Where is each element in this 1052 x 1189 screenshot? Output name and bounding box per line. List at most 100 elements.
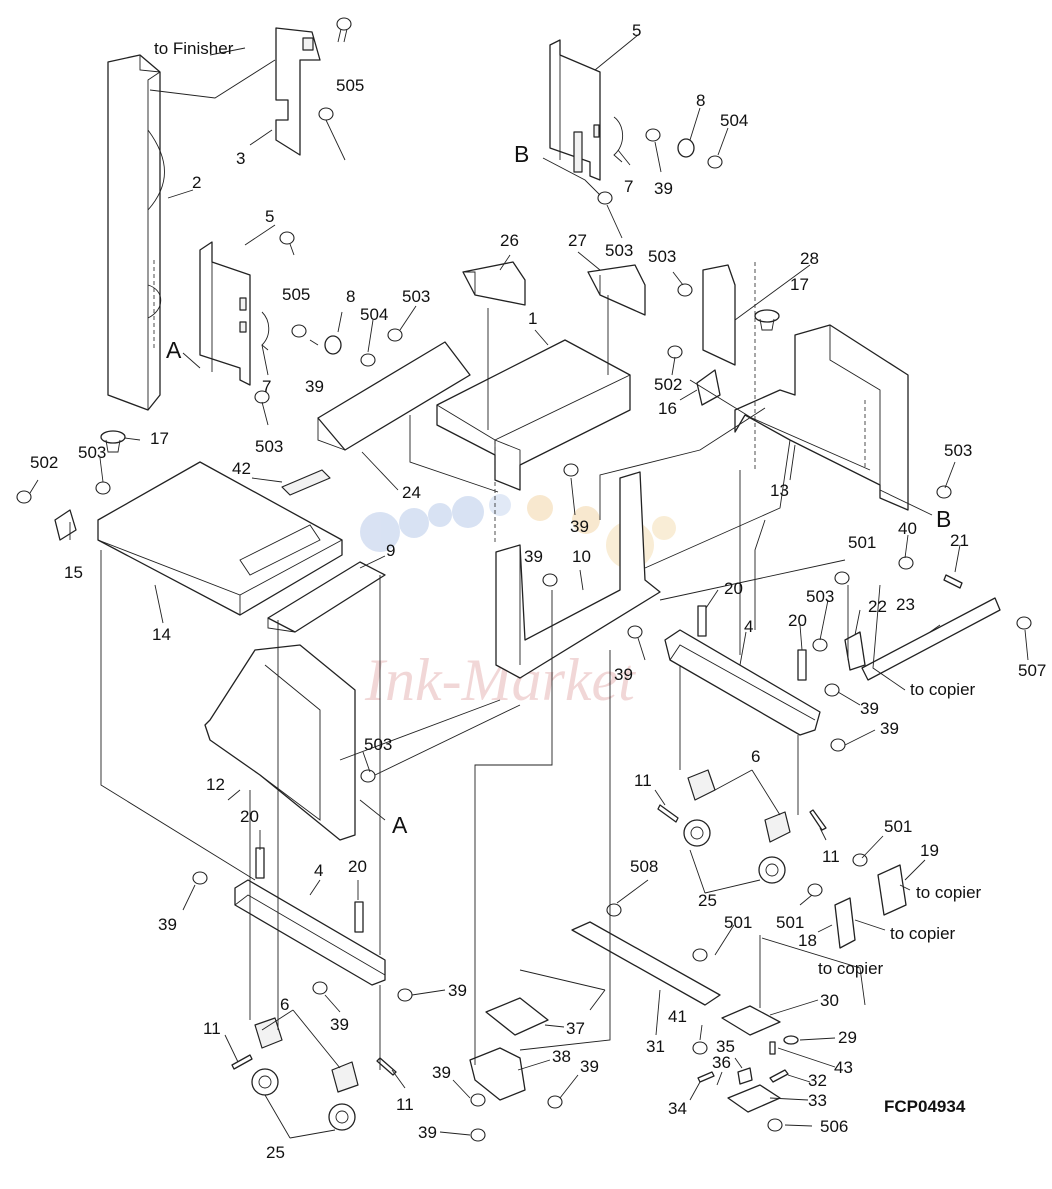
callout-28: 28 <box>800 249 819 268</box>
callout-39k: 39 <box>432 1063 451 1082</box>
callout-5: 5 <box>265 207 274 226</box>
callout-4b: 4 <box>314 861 323 880</box>
callout-504: 504 <box>360 305 388 324</box>
part-27-cover <box>587 264 646 316</box>
part-9-bracket <box>267 561 386 633</box>
callout-24: 24 <box>402 483 421 502</box>
callout-42: 42 <box>232 459 251 478</box>
part-37-plate <box>485 997 549 1036</box>
part-16-pad <box>696 369 721 406</box>
callout-17b: 17 <box>790 275 809 294</box>
callout-502b: 502 <box>654 375 682 394</box>
label-point-b: B <box>514 141 529 167</box>
callout-39b: 39 <box>654 179 673 198</box>
callout-11b: 11 <box>822 847 840 866</box>
callout-11d: 11 <box>396 1095 414 1114</box>
part-18-plate <box>834 897 856 949</box>
callout-31: 31 <box>646 1037 665 1056</box>
callout-11c: 11 <box>203 1019 221 1038</box>
callout-41: 41 <box>668 1007 687 1026</box>
callout-505b: 505 <box>282 285 310 304</box>
callout-505: 505 <box>336 76 364 95</box>
leader-lines <box>29 34 1029 1139</box>
callout-2: 2 <box>192 173 201 192</box>
callout-39h: 39 <box>158 915 177 934</box>
part-6-foot-upper-right <box>764 811 791 843</box>
callout-503: 503 <box>402 287 430 306</box>
label-to-copier-3: to copier <box>890 924 956 943</box>
callout-20: 20 <box>724 579 743 598</box>
callout-22: 22 <box>868 597 887 616</box>
part-8-collars <box>324 138 695 355</box>
callout-7: 7 <box>262 377 271 396</box>
callout-503b: 503 <box>255 437 283 456</box>
callout-8: 8 <box>346 287 355 306</box>
callout-503c: 503 <box>78 443 106 462</box>
callout-20d: 20 <box>348 857 367 876</box>
callout-25b: 25 <box>266 1143 285 1162</box>
callout-19: 19 <box>920 841 939 860</box>
label-point-a: A <box>166 337 182 363</box>
part-studs-and-pins <box>231 574 963 1085</box>
callout-5b: 5 <box>632 21 641 40</box>
part-6-foot-lower-right <box>331 1061 359 1093</box>
part-19-plate <box>877 864 907 916</box>
callout-40: 40 <box>898 519 917 538</box>
label-to-copier-1: to copier <box>910 680 976 699</box>
callout-labels: to Finisher 505 3 2 5 505 8 503 504 A 7 … <box>30 21 1046 1162</box>
callout-507: 507 <box>1018 661 1046 680</box>
callout-34: 34 <box>668 1099 687 1118</box>
part-6-foot-lower-left <box>254 1017 283 1049</box>
part-12-lower-panel <box>204 644 356 841</box>
callout-26: 26 <box>500 231 519 250</box>
callout-501: 501 <box>848 533 876 552</box>
screws <box>16 17 1032 1142</box>
part-42-label <box>281 469 331 496</box>
callout-43: 43 <box>834 1058 853 1077</box>
callout-4: 4 <box>744 617 753 636</box>
callout-3: 3 <box>236 149 245 168</box>
part-25-wheels <box>251 819 786 1131</box>
part-1-frame <box>436 339 631 491</box>
callout-20b: 20 <box>788 611 807 630</box>
part-17-knob-right <box>754 309 780 331</box>
callout-6b: 6 <box>280 995 289 1014</box>
label-to-copier-2: to copier <box>916 883 982 902</box>
label-to-finisher: to Finisher <box>154 39 234 58</box>
callout-508: 508 <box>630 857 658 876</box>
part-5-left-bracket <box>199 241 270 386</box>
part-38-bracket <box>469 1047 526 1101</box>
callout-10: 10 <box>572 547 591 566</box>
part-24-tray <box>317 341 471 451</box>
callout-20c: 20 <box>240 807 259 826</box>
callout-7b: 7 <box>624 177 633 196</box>
diagram-code: FCP04934 <box>884 1097 966 1116</box>
callout-30: 30 <box>820 991 839 1010</box>
callout-27: 27 <box>568 231 587 250</box>
part-13-housing <box>734 324 909 511</box>
callout-1: 1 <box>528 309 537 328</box>
part-30-plate <box>721 1005 781 1036</box>
callout-18: 18 <box>798 931 817 950</box>
callout-39d: 39 <box>524 547 543 566</box>
label-to-copier-4: to copier <box>818 959 884 978</box>
callout-39e: 39 <box>614 665 633 684</box>
callout-16: 16 <box>658 399 677 418</box>
part-5-right-bracket <box>549 39 624 181</box>
callout-12: 12 <box>206 775 225 794</box>
callout-506: 506 <box>820 1117 848 1136</box>
part-17-knob-left <box>100 430 126 453</box>
callout-25: 25 <box>698 891 717 910</box>
part-6-foot-upper-left <box>687 769 716 801</box>
callout-17: 17 <box>150 429 169 448</box>
callout-36: 36 <box>712 1053 731 1072</box>
part-23-rail <box>861 597 1001 681</box>
part-14-top-cover <box>97 461 343 616</box>
callout-35: 35 <box>716 1037 735 1056</box>
callout-503f: 503 <box>944 441 972 460</box>
label-point-a-2: A <box>392 812 408 838</box>
part-26-cover <box>462 261 526 306</box>
callout-33: 33 <box>808 1091 827 1110</box>
part-3-bracket <box>275 27 321 156</box>
callout-9: 9 <box>386 541 395 560</box>
